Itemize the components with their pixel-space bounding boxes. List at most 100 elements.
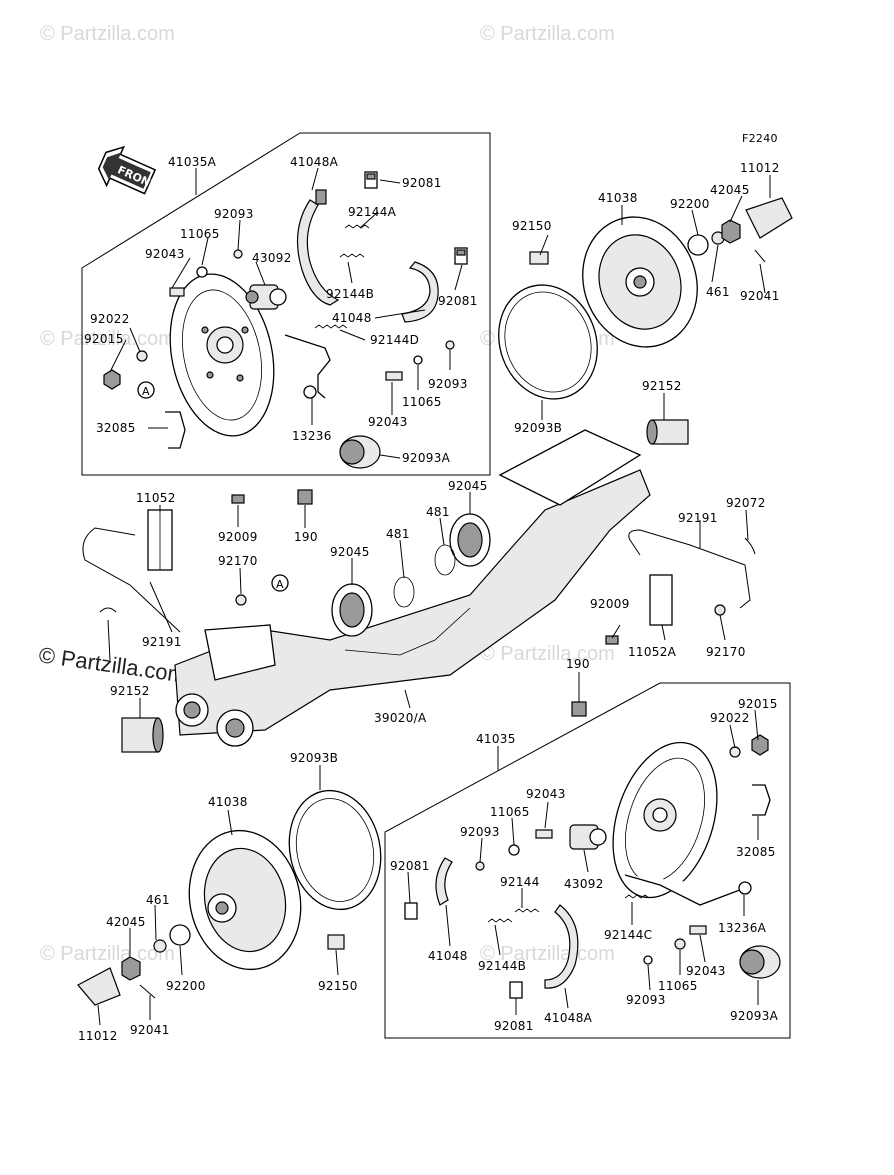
brake-pipe-left [82,509,181,633]
seal-92093A-left [339,435,381,469]
watermark: © Partzilla.com [480,943,615,965]
part-label: 92015 [84,332,124,346]
part-label: 13236 [292,429,332,443]
watermark: © Partzilla.com [480,23,615,45]
part-label: 190 [566,657,590,671]
part-label: 92152 [642,379,682,393]
watermark-large: © Partzilla.com [37,642,187,687]
bushing-92152-top [646,419,689,445]
backing-plate-left [169,273,275,437]
figure-code: F2240 [742,132,778,145]
part-label: 92081 [390,859,430,873]
part-label: 481 [426,505,450,519]
part-label: 92170 [706,645,746,659]
part-label: 92144 [500,875,540,889]
part-label: 92093 [626,993,666,1007]
watermark: © Partzilla.com [40,328,175,350]
part-label: 42045 [106,915,146,929]
small-hardware-top [103,249,455,390]
seal-92093A-right [739,945,781,979]
springs-bottom [487,894,650,923]
hub-hardware-bottom [77,924,345,1006]
adjuster-13236 [284,334,331,399]
part-label: 41035A [168,155,217,169]
part-label: 92093A [402,451,451,465]
bearings [331,513,491,637]
watermark: © Partzilla.com [480,643,615,665]
part-label: 92200 [166,979,206,993]
part-label: 92093B [290,751,338,765]
part-label: 39020/A [374,711,427,725]
brake-drum-41038-top [498,216,698,400]
part-label: 92041 [740,289,780,303]
part-label: 92144B [478,959,526,973]
part-label: 41038 [208,795,248,809]
hub-hardware-top [529,197,793,265]
clips-and-bolts [99,489,756,717]
part-label: 92093 [428,377,468,391]
part-label: 32085 [736,845,776,859]
front-arrow: FRONT [97,145,160,195]
brake-shoe-41048A [296,189,340,306]
part-label: 11052 [136,491,176,505]
part-label: 11065 [490,805,530,819]
part-label: 92081 [494,1019,534,1033]
brake-assembly-box-right [384,682,791,1039]
part-label: 190 [294,530,318,544]
brake-pipe-right [628,529,751,626]
part-label: 92093 [460,825,500,839]
part-label: 32085 [96,421,136,435]
brake-shoes-right [404,857,579,999]
part-label: 92093A [730,1009,779,1023]
bushing-92152-left [121,717,164,753]
callout-a-label: A [142,385,150,398]
part-label: 461 [146,893,170,907]
part-label: 11065 [402,395,442,409]
part-labels: 41035A 41048A 92081 92144A 92093 11065 4… [78,155,780,1043]
small-hardware-bottom [475,734,771,965]
part-label: 41048A [290,155,339,169]
part-label: 11065 [180,227,220,241]
part-label: 92093 [214,207,254,221]
part-label: 92009 [218,530,258,544]
part-label: 43092 [564,877,604,891]
part-label: 92191 [142,635,182,649]
part-label: 92200 [670,197,710,211]
leader-lines [97,167,771,1026]
wheel-cylinder-43092-b [569,824,607,850]
part-label: 461 [706,285,730,299]
callout-a-2: A [271,574,289,592]
part-label: 41038 [598,191,638,205]
part-label: 92150 [512,219,552,233]
part-label: 42045 [710,183,750,197]
clip-92081 [364,171,468,265]
part-label: 92043 [526,787,566,801]
part-label: 41048 [332,311,372,325]
callout-a-label: A [276,578,284,591]
part-label: 481 [386,527,410,541]
part-label: 92081 [438,294,478,308]
springs-top [314,224,370,329]
part-label: 92191 [678,511,718,525]
part-label: 92045 [330,545,370,559]
part-label: 92043 [686,964,726,978]
part-label: 11065 [658,979,698,993]
part-label: 92043 [145,247,185,261]
part-label: 92015 [738,697,778,711]
part-label: 11012 [78,1029,118,1043]
part-label: 92022 [710,711,750,725]
part-label: 92045 [448,479,488,493]
part-label: 92081 [402,176,442,190]
watermark: © Partzilla.com [40,23,175,45]
part-label: 92009 [590,597,630,611]
wheel-cylinder-43092 [245,284,287,310]
part-label: 41035 [476,732,516,746]
watermark: © Partzilla.com [40,943,175,965]
part-label: 92022 [90,312,130,326]
part-label: 92152 [110,684,150,698]
part-label: 43092 [252,251,292,265]
brake-drum-41038-bottom [188,789,382,971]
part-label: 92041 [130,1023,170,1037]
